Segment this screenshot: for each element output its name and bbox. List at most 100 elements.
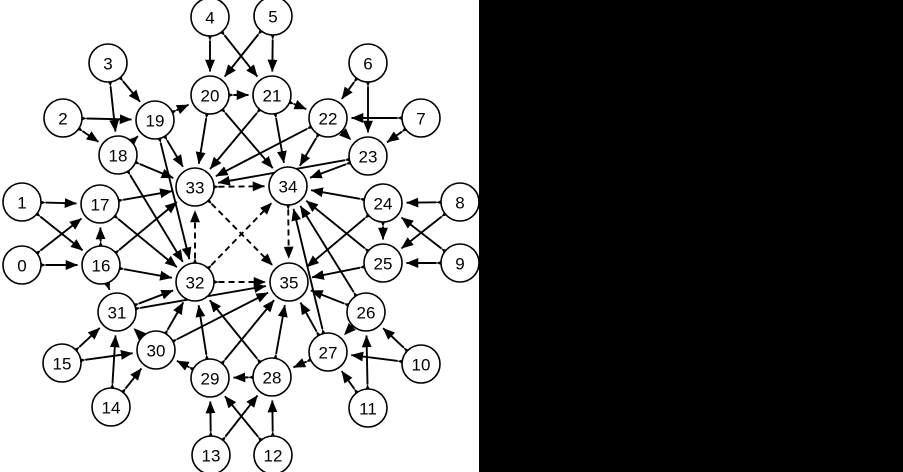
node-circle[interactable] (348, 388, 388, 428)
graph-node-20[interactable]: 20 (190, 75, 230, 115)
node-label: 32 (186, 274, 205, 293)
graph-node-5[interactable]: 5 (253, 0, 293, 36)
graph-edge (280, 94, 307, 110)
node-circle[interactable] (43, 98, 83, 138)
node-circle[interactable] (440, 243, 479, 283)
graph-node-31[interactable]: 31 (97, 292, 137, 332)
graph-node-26[interactable]: 26 (346, 292, 386, 332)
node-label: 9 (455, 255, 464, 274)
graph-node-28[interactable]: 28 (252, 357, 292, 397)
graph-node-8[interactable]: 8 (440, 182, 479, 222)
graph-edge (382, 327, 416, 360)
graph-edge (126, 289, 174, 313)
node-circle[interactable] (2, 245, 42, 285)
graph-node-11[interactable]: 11 (348, 388, 388, 428)
graph-edge (195, 304, 214, 368)
graph-node-0[interactable]: 0 (2, 245, 42, 285)
graph-node-29[interactable]: 29 (190, 358, 230, 398)
graph-edge (176, 359, 202, 377)
node-label: 10 (412, 356, 431, 375)
graph-edge (157, 301, 185, 343)
node-circle[interactable] (175, 167, 215, 207)
graph-node-4[interactable]: 4 (190, 0, 230, 37)
graph-edge (311, 260, 373, 280)
node-circle[interactable] (308, 332, 348, 372)
graph-edge (341, 69, 366, 100)
node-label: 22 (319, 110, 338, 129)
node-circle[interactable] (190, 75, 230, 115)
graph-node-34[interactable]: 34 (268, 166, 308, 206)
node-circle[interactable] (97, 292, 137, 332)
node-circle[interactable] (363, 243, 403, 283)
node-circle[interactable] (440, 182, 479, 222)
node-circle[interactable] (135, 100, 175, 140)
graph-node-14[interactable]: 14 (91, 387, 131, 427)
graph-node-18[interactable]: 18 (98, 135, 138, 175)
node-circle[interactable] (253, 435, 293, 472)
graph-edge (67, 327, 101, 359)
node-circle[interactable] (348, 136, 388, 176)
node-circle[interactable] (348, 43, 388, 83)
node-label: 24 (374, 195, 393, 214)
node-circle[interactable] (136, 330, 176, 370)
graph-node-17[interactable]: 17 (80, 184, 120, 224)
graph-node-32[interactable]: 32 (175, 262, 215, 302)
graph-node-33[interactable]: 33 (175, 167, 215, 207)
node-circle[interactable] (175, 262, 215, 302)
graph-node-19[interactable]: 19 (135, 100, 175, 140)
graph-node-1[interactable]: 1 (2, 182, 42, 222)
graph-edge (72, 349, 134, 367)
graph-node-6[interactable]: 6 (348, 43, 388, 83)
node-circle[interactable] (42, 343, 82, 383)
node-circle[interactable] (191, 435, 231, 472)
graph-node-13[interactable]: 13 (191, 435, 231, 472)
edge-layer (28, 22, 454, 450)
graph-node-12[interactable]: 12 (253, 435, 293, 472)
graph-edge (283, 197, 294, 259)
node-circle[interactable] (190, 358, 230, 398)
graph-node-9[interactable]: 9 (440, 243, 479, 283)
node-circle[interactable] (252, 357, 292, 397)
graph-edge (299, 302, 327, 345)
node-circle[interactable] (401, 344, 441, 384)
node-circle[interactable] (308, 98, 348, 138)
node-circle[interactable] (2, 182, 42, 222)
graph-node-7[interactable]: 7 (401, 98, 441, 138)
graph-node-10[interactable]: 10 (401, 344, 441, 384)
node-circle[interactable] (252, 75, 292, 115)
graph-node-21[interactable]: 21 (252, 75, 292, 115)
node-circle[interactable] (401, 98, 441, 138)
graph-edge (69, 120, 100, 143)
graph-node-22[interactable]: 22 (308, 98, 348, 138)
graph-node-24[interactable]: 24 (363, 183, 403, 223)
node-circle[interactable] (80, 184, 120, 224)
node-circle[interactable] (98, 135, 138, 175)
node-circle[interactable] (81, 245, 121, 285)
graph-node-16[interactable]: 16 (81, 245, 121, 285)
node-label: 31 (108, 304, 127, 323)
graph-node-25[interactable]: 25 (363, 243, 403, 283)
graph-node-27[interactable]: 27 (308, 332, 348, 372)
node-label: 7 (416, 110, 425, 129)
graph-node-15[interactable]: 15 (42, 343, 82, 383)
node-circle[interactable] (269, 262, 309, 302)
node-circle[interactable] (88, 43, 128, 83)
node-label: 26 (357, 304, 376, 323)
node-circle[interactable] (346, 292, 386, 332)
graph-node-2[interactable]: 2 (43, 98, 83, 138)
node-circle[interactable] (253, 0, 293, 36)
graph-node-3[interactable]: 3 (88, 43, 128, 83)
graph-edge (361, 335, 373, 397)
graph-node-30[interactable]: 30 (136, 330, 176, 370)
node-circle[interactable] (190, 0, 230, 37)
graph-node-35[interactable]: 35 (269, 262, 309, 302)
graph-edge (350, 351, 411, 368)
node-circle[interactable] (268, 166, 308, 206)
graph-edge (400, 216, 454, 260)
node-circle[interactable] (91, 387, 131, 427)
graph-edge (156, 127, 184, 168)
node-circle[interactable] (363, 183, 403, 223)
graph-node-23[interactable]: 23 (348, 136, 388, 176)
graph-edge (111, 262, 173, 281)
